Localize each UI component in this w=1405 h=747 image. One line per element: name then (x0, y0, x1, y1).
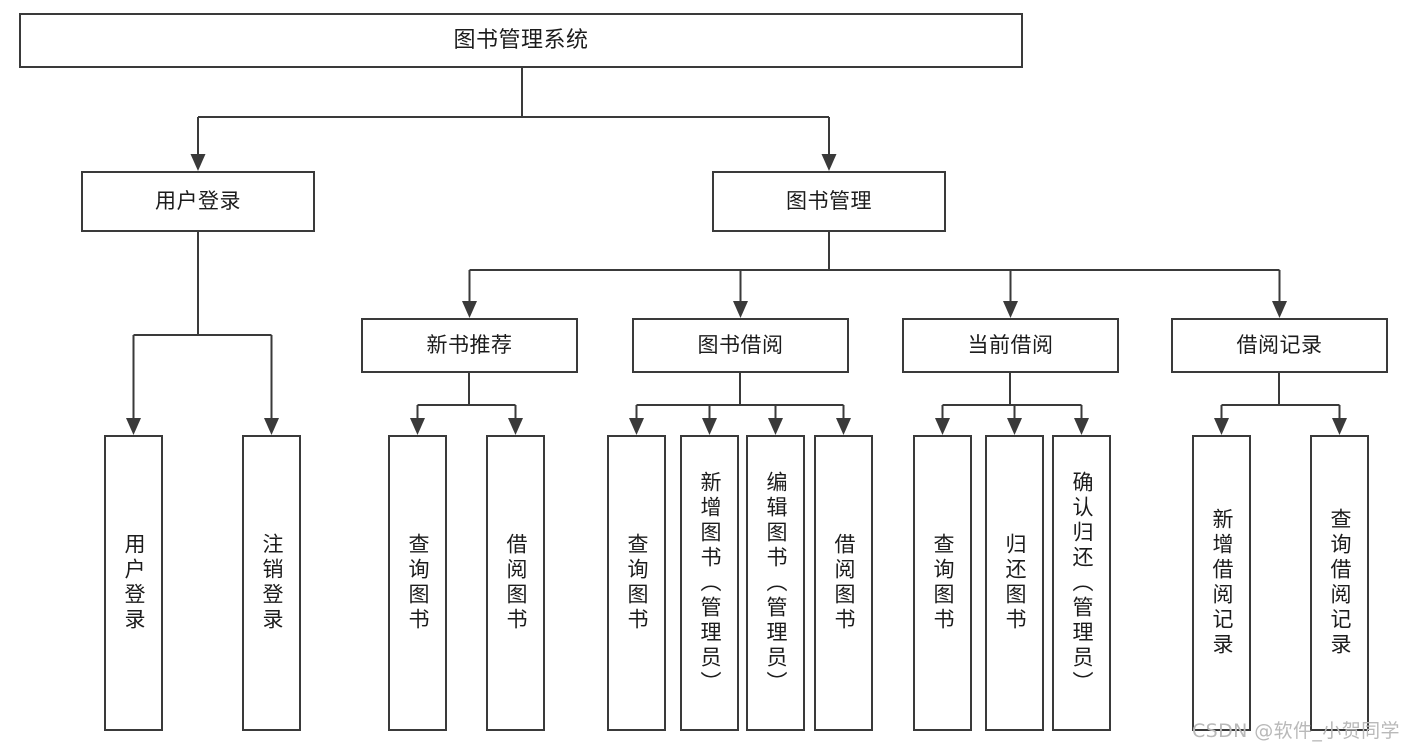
node-current-borrow[interactable]: 当前借阅 (902, 318, 1119, 373)
arrow-icon-book-borrow (733, 301, 748, 318)
arrow-icon-user-login (190, 154, 206, 171)
node-leaf-user-logout[interactable]: 注销登录 (242, 435, 301, 731)
node-label-leaf-query-book-2: 查询图书 (625, 533, 649, 633)
node-new-book-rec[interactable]: 新书推荐 (361, 318, 578, 373)
node-leaf-query-book-1[interactable]: 查询图书 (388, 435, 447, 731)
node-leaf-query-book-3[interactable]: 查询图书 (913, 435, 972, 731)
node-label-leaf-borrow-book-2: 借阅图书 (832, 533, 856, 633)
node-label-leaf-query-record: 查询借阅记录 (1328, 508, 1352, 658)
node-label-leaf-borrow-book-1: 借阅图书 (504, 533, 528, 633)
arrow-icon-borrow-record (1272, 301, 1287, 318)
arrow-icon-leaf-query-book-1 (410, 418, 425, 435)
arrow-icon-leaf-query-book-3 (935, 418, 950, 435)
node-label-borrow-record: 借阅记录 (1236, 333, 1323, 358)
node-label-user-login: 用户登录 (155, 189, 241, 214)
arrow-icon-leaf-query-book-2 (629, 418, 644, 435)
arrow-icon-leaf-add-book (702, 418, 717, 435)
node-label-leaf-confirm-return: 确认归还（管理员） (1070, 470, 1094, 696)
arrow-icon-leaf-borrow-book-2 (836, 418, 851, 435)
arrow-icon-book-manage (821, 154, 837, 171)
node-label-new-book-rec: 新书推荐 (426, 333, 513, 358)
node-leaf-borrow-book-2[interactable]: 借阅图书 (814, 435, 873, 731)
node-label-current-borrow: 当前借阅 (967, 333, 1054, 358)
node-leaf-confirm-return[interactable]: 确认归还（管理员） (1052, 435, 1111, 731)
node-leaf-add-book[interactable]: 新增图书（管理员） (680, 435, 739, 731)
node-label-leaf-edit-book: 编辑图书（管理员） (764, 470, 788, 696)
node-leaf-borrow-book-1[interactable]: 借阅图书 (486, 435, 545, 731)
arrow-icon-new-book-rec (462, 301, 477, 318)
node-root[interactable]: 图书管理系统 (19, 13, 1023, 68)
node-label-root: 图书管理系统 (453, 27, 589, 53)
node-leaf-edit-book[interactable]: 编辑图书（管理员） (746, 435, 805, 731)
node-leaf-return-book[interactable]: 归还图书 (985, 435, 1044, 731)
node-leaf-query-record[interactable]: 查询借阅记录 (1310, 435, 1369, 731)
arrow-icon-leaf-add-record (1214, 418, 1229, 435)
arrow-icon-leaf-edit-book (768, 418, 783, 435)
node-label-leaf-user-login: 用户登录 (122, 533, 146, 633)
node-leaf-query-book-2[interactable]: 查询图书 (607, 435, 666, 731)
node-label-book-manage: 图书管理 (786, 189, 872, 214)
arrow-icon-leaf-borrow-book-1 (508, 418, 523, 435)
node-book-manage[interactable]: 图书管理 (712, 171, 946, 232)
node-label-leaf-return-book: 归还图书 (1003, 533, 1027, 633)
node-label-leaf-add-book: 新增图书（管理员） (698, 470, 722, 696)
node-book-borrow[interactable]: 图书借阅 (632, 318, 849, 373)
arrow-icon-leaf-user-login (126, 418, 141, 435)
arrow-icon-leaf-user-logout (264, 418, 279, 435)
node-label-leaf-query-book-3: 查询图书 (931, 533, 955, 633)
node-label-leaf-add-record: 新增借阅记录 (1210, 508, 1234, 658)
node-label-leaf-user-logout: 注销登录 (260, 533, 284, 633)
node-leaf-add-record[interactable]: 新增借阅记录 (1192, 435, 1251, 731)
node-borrow-record[interactable]: 借阅记录 (1171, 318, 1388, 373)
arrow-icon-leaf-return-book (1007, 418, 1022, 435)
node-leaf-user-login[interactable]: 用户登录 (104, 435, 163, 731)
node-label-leaf-query-book-1: 查询图书 (406, 533, 430, 633)
arrow-icon-leaf-confirm-return (1074, 418, 1089, 435)
node-user-login[interactable]: 用户登录 (81, 171, 315, 232)
arrow-icon-leaf-query-record (1332, 418, 1347, 435)
node-label-book-borrow: 图书借阅 (697, 333, 784, 358)
arrow-icon-current-borrow (1003, 301, 1018, 318)
watermark: CSDN @软件_小贺同学 (1192, 720, 1400, 742)
